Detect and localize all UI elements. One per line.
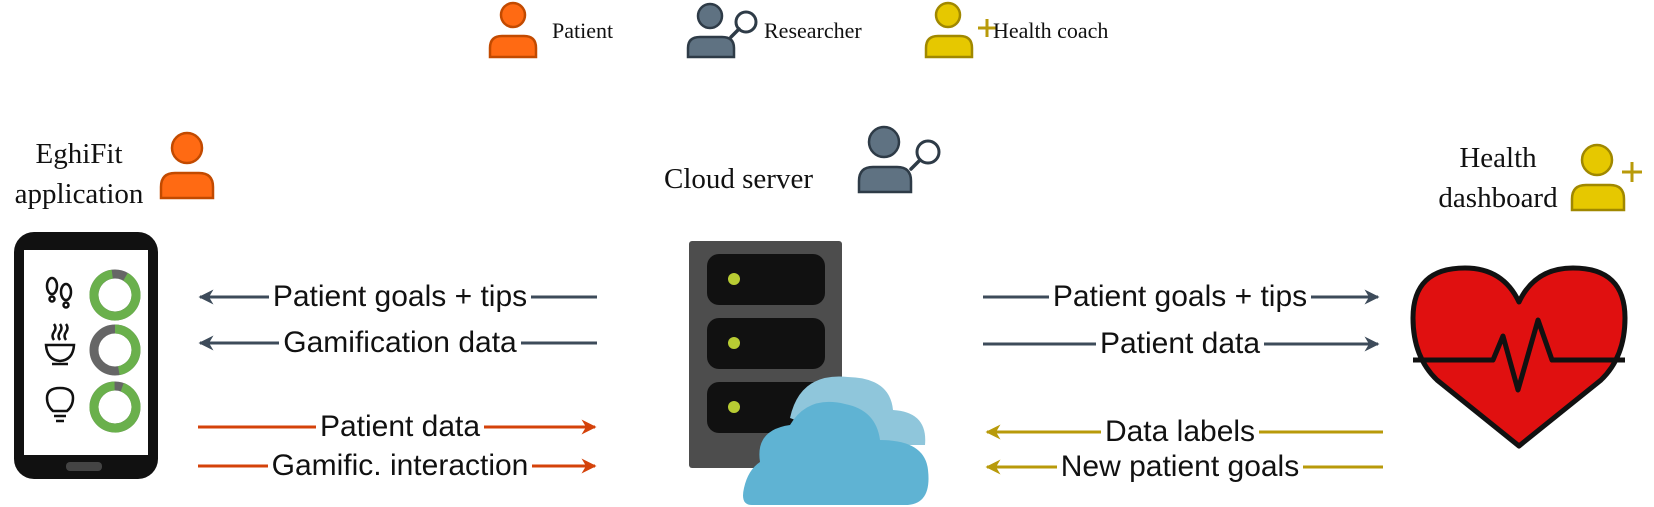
flow-dashboard-to-server-goals-label: New patient goals bbox=[1056, 450, 1304, 483]
progress-ring-steps bbox=[89, 269, 141, 321]
dashboard-title-line1: Health bbox=[1459, 142, 1537, 174]
legend-researcher-icon bbox=[686, 2, 758, 59]
progress-ring-tips bbox=[89, 381, 141, 433]
legend-health-coach-label: Health coach bbox=[993, 18, 1109, 43]
flow-server-to-app-goals-label: Patient goals + tips bbox=[268, 280, 532, 313]
legend-patient-label: Patient bbox=[552, 18, 614, 43]
lightbulb-icon bbox=[45, 386, 75, 423]
legend-researcher-label: Researcher bbox=[764, 18, 862, 43]
progress-ring-food bbox=[89, 324, 141, 376]
dashboard-title: Health dashboard bbox=[1418, 138, 1578, 218]
app-title-line2: application bbox=[14, 178, 144, 210]
app-patient-icon bbox=[159, 131, 215, 200]
footsteps-icon bbox=[45, 276, 73, 309]
dashboard-health-coach-icon bbox=[1570, 143, 1642, 212]
legend-health-coach-icon bbox=[924, 1, 996, 59]
dashboard-title-line2: dashboard bbox=[1438, 182, 1558, 214]
flow-app-to-server-data-label: Patient data bbox=[315, 410, 485, 443]
legend-patient-icon bbox=[488, 1, 538, 59]
flow-server-to-dashboard-goals-label: Patient goals + tips bbox=[1048, 280, 1312, 313]
cloud-icon bbox=[743, 376, 929, 505]
server-researcher-icon bbox=[857, 125, 941, 194]
flow-server-to-dashboard-data-label: Patient data bbox=[1095, 327, 1265, 360]
server-title: Cloud server bbox=[664, 163, 813, 195]
heart-dashboard-illustration bbox=[1410, 265, 1628, 449]
flow-app-to-server-interaction-label: Gamific. interaction bbox=[267, 449, 533, 482]
app-title: EghiFit application bbox=[0, 134, 158, 214]
flow-server-to-app-gamification-label: Gamification data bbox=[279, 326, 521, 359]
bowl-icon bbox=[44, 323, 76, 366]
app-title-line1: EghiFit bbox=[35, 138, 123, 170]
flow-dashboard-to-server-labels-label: Data labels bbox=[1100, 415, 1260, 448]
